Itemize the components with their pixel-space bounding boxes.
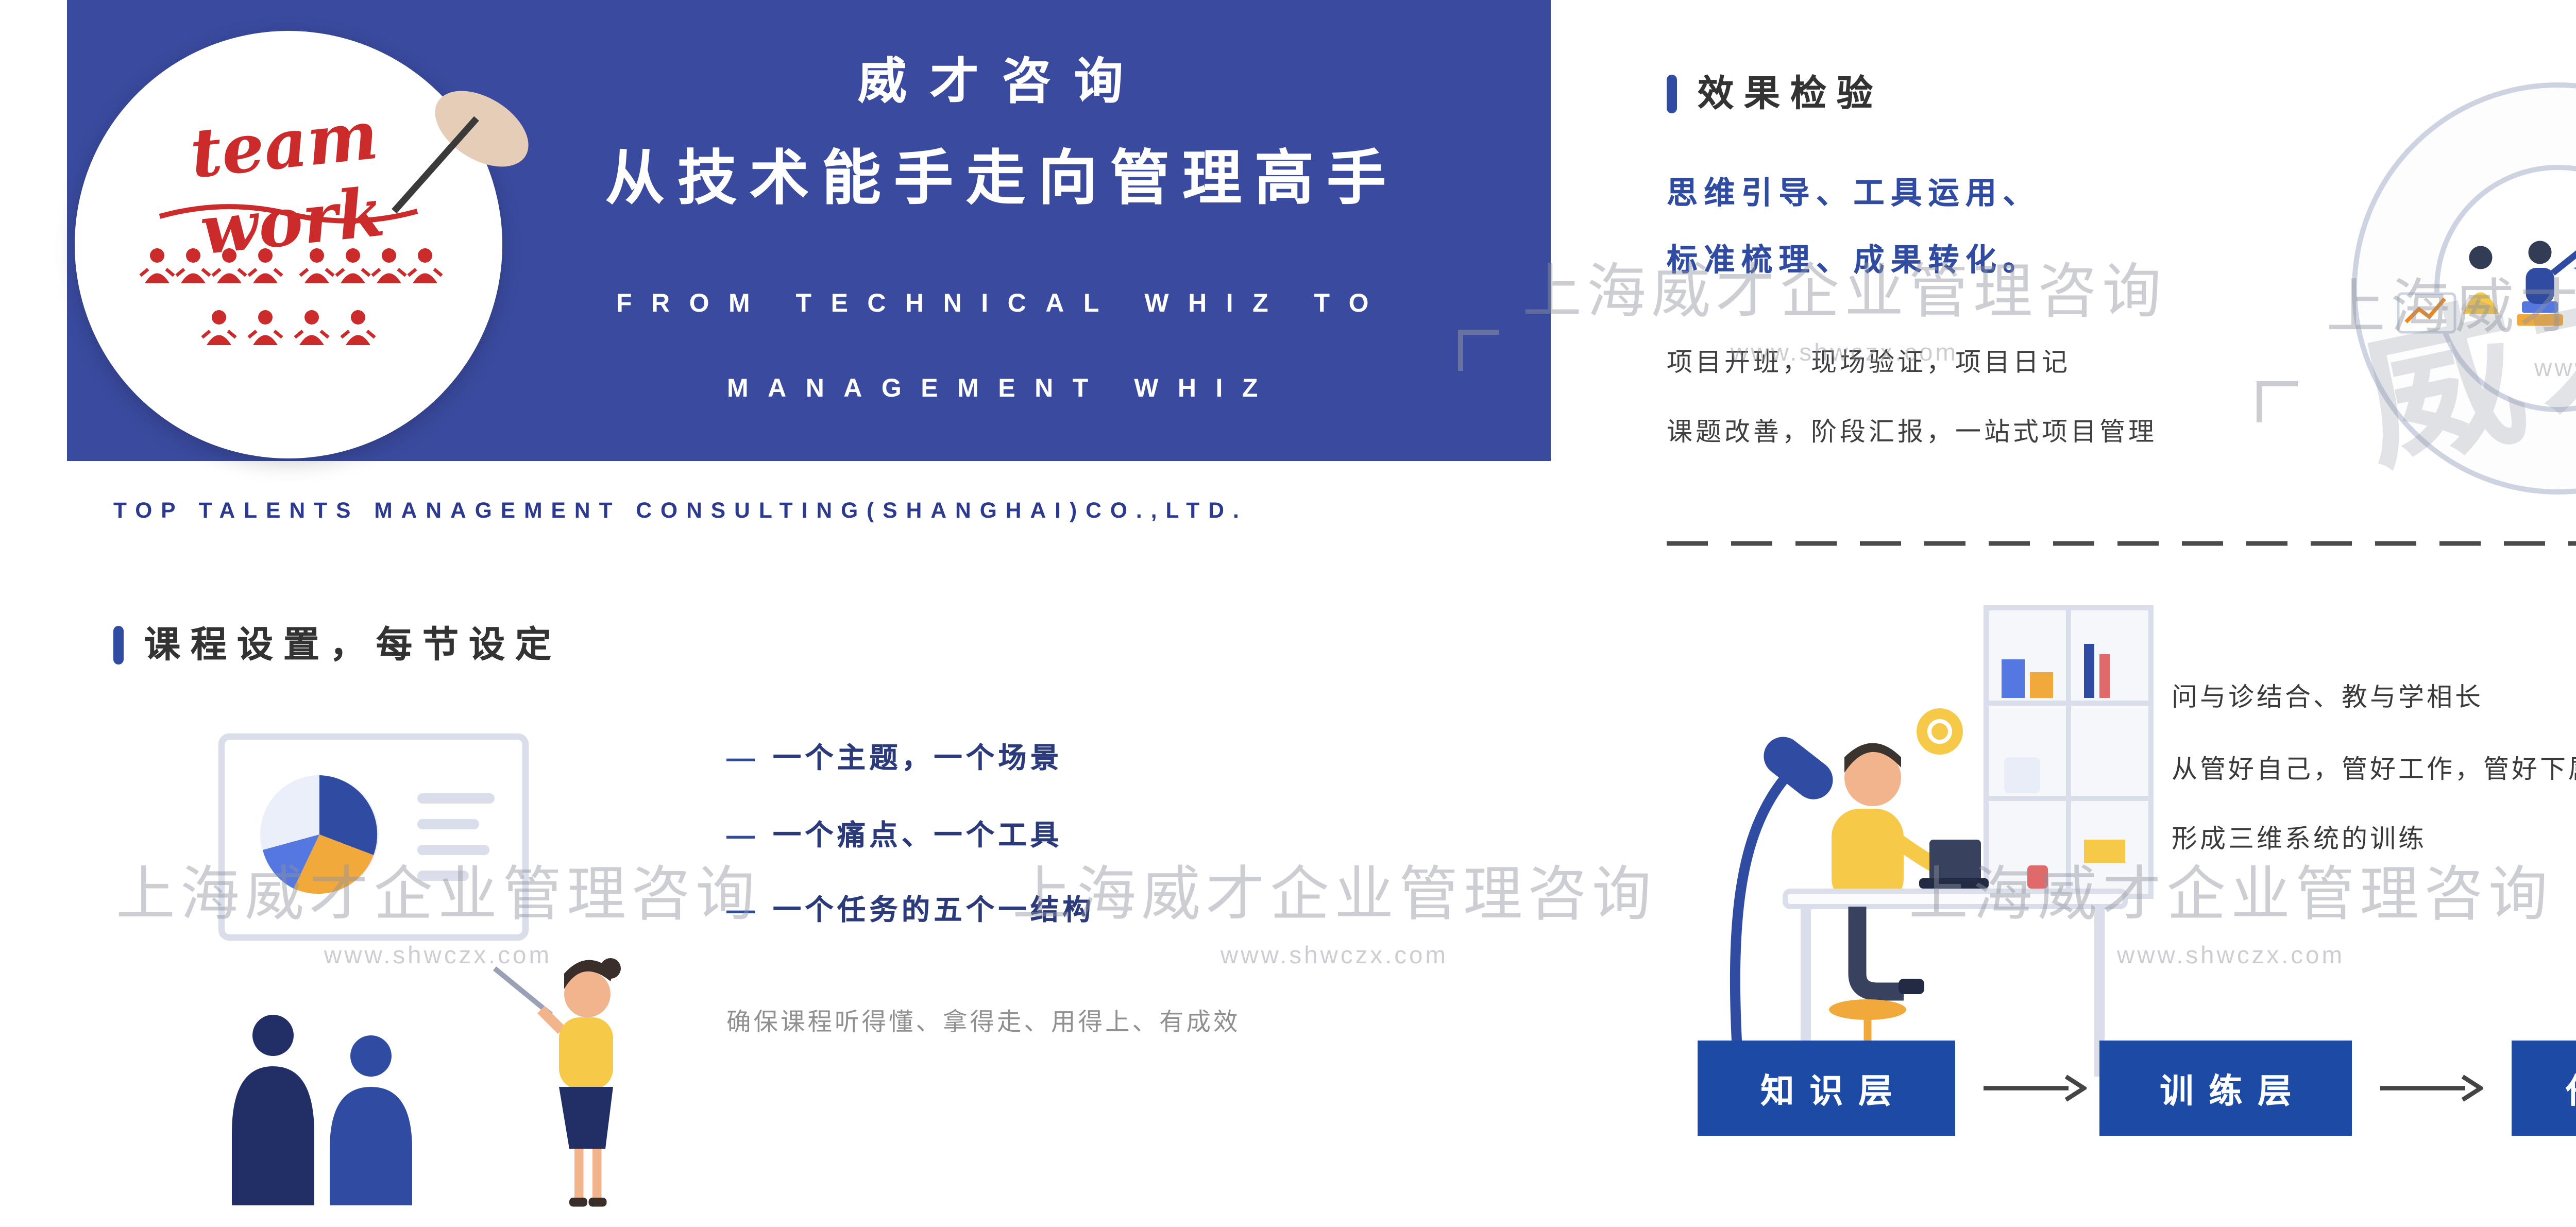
arrow-right-icon <box>1984 1075 2087 1102</box>
brand-name: 威才咨询 <box>857 57 1146 111</box>
subtitle-en-line1: FROM TECHNICAL WHIZ TO <box>616 291 1388 319</box>
effect-section-header: 效果检验 <box>1667 67 1883 118</box>
training-layer-button: 训练层 <box>2099 1041 2352 1136</box>
main-title: 从技术能手走向管理高手 <box>605 144 1399 211</box>
course-illustration <box>218 733 621 1207</box>
course-bullet: — 一个任务的五个一结构 <box>726 896 1095 927</box>
knowledge-layer-button: 知识层 <box>1698 1041 1955 1136</box>
course-bullets: — 一个主题，一个场景 — 一个痛点、一个工具 — 一个任务的五个一结构 <box>726 737 1095 965</box>
badge-circle <box>75 31 502 458</box>
teamwork-badge: team work <box>75 31 529 458</box>
bullet-dash: — <box>726 896 755 927</box>
course-bullet: — 一个痛点、一个工具 <box>726 820 1063 851</box>
bullet-dash: — <box>726 744 755 775</box>
course-note: 确保课程听得懂、拿得走、用得上、有成效 <box>726 1010 1241 1038</box>
method-lines: 问与诊结合、教与学相长 从管好自己，管好工作，管好下属为主线 形成三维系统的训练 <box>2172 685 2576 855</box>
pie-chart-illustration <box>2352 82 2576 495</box>
header-bar <box>113 624 124 663</box>
dashed-divider <box>1667 541 2576 546</box>
bullet-dash: — <box>726 820 755 851</box>
effect-header-text: 效果检验 <box>1698 72 1883 113</box>
task-layer-button: 任务层 <box>2512 1041 2576 1136</box>
course-bullet: — 一个主题，一个场景 <box>726 744 1063 775</box>
course-section-header: 课程设置，每节设定 <box>113 618 562 670</box>
watermark-bracket <box>2257 381 2298 422</box>
arrow-right-icon <box>2380 1075 2483 1102</box>
teamwork-underline <box>159 204 418 224</box>
team-figures-illustration <box>137 247 446 407</box>
effect-details: 项目开班，现场验证，项目日记 课题改善，阶段汇报，一站式项目管理 <box>1667 350 2158 448</box>
hand-with-pen-illustration <box>392 91 529 214</box>
workspace-illustration <box>1708 605 2154 1084</box>
effect-highlights: 思维引导、工具运用、 标准梳理、成果转化。 <box>1667 175 2041 278</box>
company-name-en: TOP TALENTS MANAGEMENT CONSULTING(SHANGH… <box>113 497 1248 523</box>
header-bar <box>1667 73 1677 112</box>
course-header-text: 课程设置，每节设定 <box>144 623 562 664</box>
subtitle-en-line2: MANAGEMENT WHIZ <box>726 376 1277 404</box>
